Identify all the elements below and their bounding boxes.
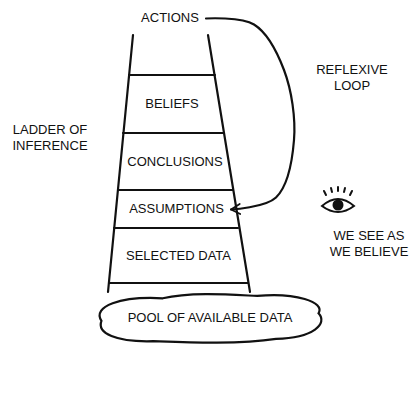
ladder-step: SELECTED DATA [122,246,235,267]
ladder-step: ACTIONS [137,8,203,29]
ladder-rung [118,189,233,191]
step-label: BELIEFS [145,97,198,112]
ladder-rung [129,74,215,76]
ladder-step: ASSUMPTIONS [125,199,228,220]
step-label: ACTIONS [141,11,199,26]
reflexive-loop-arrow [206,18,294,209]
step-label: CONCLUSIONS [127,155,222,170]
eye-icon [322,187,354,212]
ladder-rung [114,227,238,229]
ladder-step: CONCLUSIONS [123,152,227,173]
pool-blob: POOL OF AVAILABLE DATA [92,289,328,347]
ladder-rung [109,282,248,284]
edge-label: REFLEXIVE LOOP [310,62,394,95]
step-label: ASSUMPTIONS [129,202,224,217]
step-label: SELECTED DATA [126,249,231,264]
ladder-step: BELIEFS [141,94,203,115]
side-note: WE SEE AS WE BELIEVE [322,228,416,261]
step-label: POOL OF AVAILABLE DATA [128,311,293,326]
ladder-rung [123,132,223,134]
diagram-title-note: LADDER OF INFERENCE [4,122,96,155]
